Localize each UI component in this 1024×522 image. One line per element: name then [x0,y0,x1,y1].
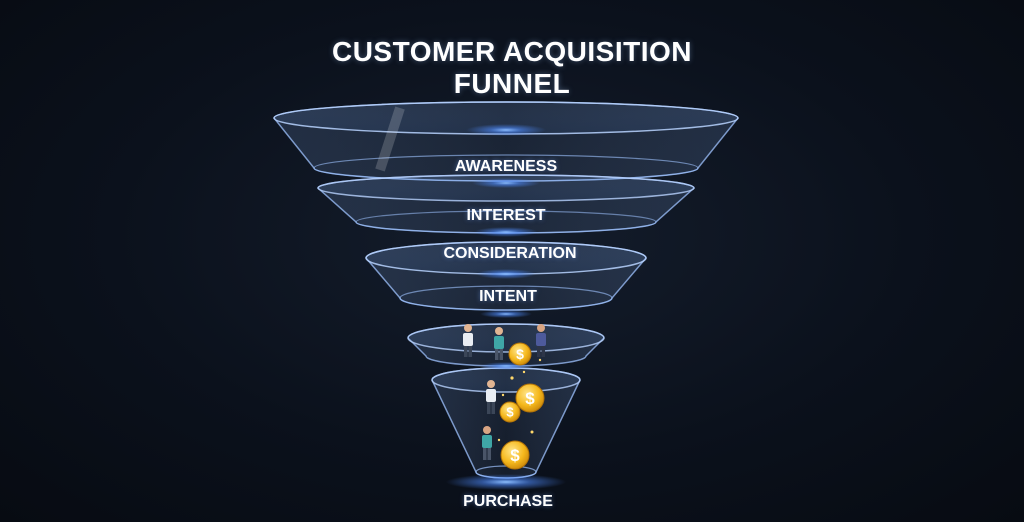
diagram-title-line-2: FUNNEL [453,68,571,99]
person-icon [536,324,546,357]
person-icon [486,380,496,414]
diagram-title-line-1: CUSTOMER ACQUISITION [331,36,692,67]
stage-label-consideration: CONSIDERATION [443,245,577,262]
funnel-tier-intent-pool [407,323,605,367]
glow-point [472,178,540,188]
glow-point [446,474,566,490]
dollar-coin-icon: $ [500,440,530,470]
coin-symbol: $ [525,389,535,408]
stage-label-interest: INTEREST [466,207,546,224]
person-icon [482,426,492,460]
coin-symbol: $ [516,346,524,362]
dollar-coin-icon: $ [499,401,521,423]
stage-label-intent: INTENT [479,288,537,305]
stage-label-awareness: AWARENESS [454,158,558,175]
sparkle-icon [501,393,505,397]
dollar-coin-icon: $ [508,342,532,366]
glow-point [480,310,532,318]
sparkle-icon [538,358,542,362]
sparkle-icon [530,430,534,434]
coin-symbol: $ [506,405,514,420]
stage-label-purchase: PURCHASE [463,493,553,510]
funnel-tier-awareness [273,101,739,182]
funnel-tier-interest [317,174,695,234]
person-icon [463,324,473,357]
sparkle-icon [522,370,526,374]
sparkle-icon [510,376,514,380]
person-icon [494,327,504,360]
glow-point [466,124,546,136]
sparkle-icon [497,438,501,442]
glow-point [474,227,538,237]
glow-point [476,269,536,279]
coin-symbol: $ [510,446,520,465]
dollar-coin-icon: $ [515,383,545,413]
